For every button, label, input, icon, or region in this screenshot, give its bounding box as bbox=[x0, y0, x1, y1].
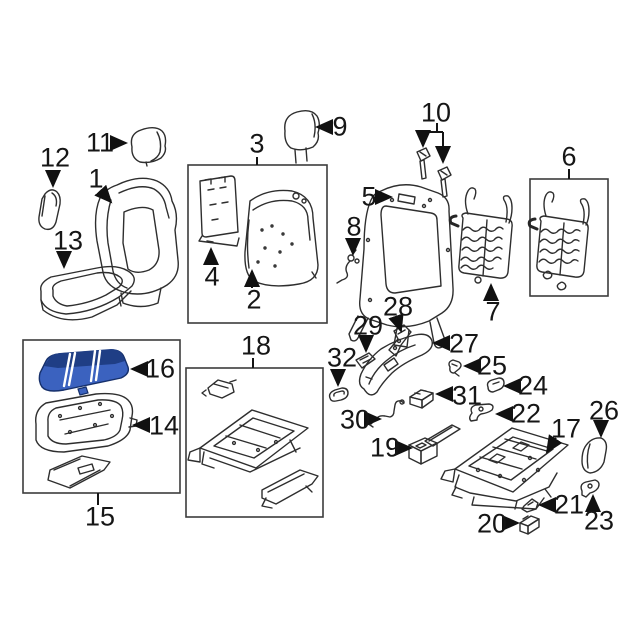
part-label-18: 18 bbox=[240, 330, 272, 361]
part-31-switch-drawing bbox=[409, 389, 434, 409]
part-label-15: 15 bbox=[84, 501, 116, 532]
part-13-seat-cushion-drawing bbox=[40, 265, 135, 321]
part-label-27: 27 bbox=[448, 328, 480, 359]
part-9-headrest-drawing bbox=[284, 109, 320, 164]
part-label-9: 9 bbox=[332, 111, 348, 142]
part-label-17: 17 bbox=[550, 413, 582, 444]
part-label-29: 29 bbox=[352, 310, 384, 341]
part-27-side-shield-drawing bbox=[358, 333, 433, 396]
part-label-20: 20 bbox=[476, 508, 508, 539]
part-label-22: 22 bbox=[510, 398, 542, 429]
part-32-bezel-drawing bbox=[328, 387, 349, 402]
group-box-6 bbox=[529, 178, 609, 297]
part-23-clip-drawing bbox=[580, 479, 600, 498]
part-20-bracket-drawing bbox=[519, 515, 540, 535]
arrow-part-1 bbox=[94, 184, 113, 204]
part-label-11: 11 bbox=[85, 127, 115, 158]
part-8-cable-drawing bbox=[336, 249, 360, 284]
part-14-cushion-pad-drawing bbox=[35, 392, 138, 453]
arrow-part-17 bbox=[545, 434, 563, 454]
part-label-13: 13 bbox=[52, 225, 84, 256]
part-11-headrest-drawing bbox=[130, 127, 167, 167]
part-label-24: 24 bbox=[517, 370, 549, 401]
part-label-10: 10 bbox=[420, 97, 452, 128]
part-2-seat-back-cover-drawing bbox=[244, 189, 319, 287]
part-label-4: 4 bbox=[204, 261, 220, 292]
part-label-30: 30 bbox=[339, 404, 371, 435]
part-label-5: 5 bbox=[361, 181, 377, 212]
part-12-armrest-drawing bbox=[38, 189, 61, 231]
part-30-rod-drawing bbox=[366, 399, 405, 428]
part-16-seat-heater-pad-drawing bbox=[38, 349, 130, 396]
part-18-track-assembly-drawing bbox=[187, 379, 319, 509]
part-label-32: 32 bbox=[326, 342, 358, 373]
part-label-16: 16 bbox=[144, 353, 176, 384]
part-7-lumbar-mat-drawing bbox=[448, 187, 513, 284]
part-22-bracket-drawing bbox=[469, 403, 494, 422]
part-label-28: 28 bbox=[382, 291, 414, 322]
part-label-12: 12 bbox=[39, 142, 71, 173]
group-box-18 bbox=[185, 367, 324, 518]
arrow-part-28 bbox=[388, 313, 404, 333]
part-21-clip-drawing bbox=[521, 498, 539, 513]
part-1-seat-back-cushion-drawing bbox=[94, 177, 179, 308]
part-25-clip-drawing bbox=[448, 359, 462, 377]
leader-arrows bbox=[45, 119, 609, 531]
part-label-26: 26 bbox=[588, 395, 620, 426]
part-19-handle-drawing bbox=[408, 424, 461, 465]
part-label-3: 3 bbox=[249, 128, 265, 159]
part-label-31: 31 bbox=[451, 380, 483, 411]
part-26-side-cover-drawing bbox=[581, 437, 608, 474]
part-label-6: 6 bbox=[561, 141, 577, 172]
part-label-23: 23 bbox=[583, 505, 615, 536]
part-label-19: 19 bbox=[369, 432, 401, 463]
part-label-1: 1 bbox=[88, 163, 104, 194]
group-box-15 bbox=[22, 339, 181, 494]
part-4-back-panel-drawing bbox=[198, 175, 240, 247]
part-10-bolts-drawing bbox=[416, 147, 452, 198]
part-label-8: 8 bbox=[346, 211, 362, 242]
part-label-25: 25 bbox=[476, 350, 508, 381]
part-label-14: 14 bbox=[148, 410, 180, 441]
part-label-7: 7 bbox=[485, 296, 501, 327]
part-label-21: 21 bbox=[553, 489, 585, 520]
part-15-insulator-drawing bbox=[47, 455, 111, 489]
part-17-seat-track-frame-drawing bbox=[440, 427, 569, 510]
part-label-2: 2 bbox=[246, 284, 262, 315]
part-6-lumbar-mat-kit-drawing bbox=[527, 191, 590, 291]
